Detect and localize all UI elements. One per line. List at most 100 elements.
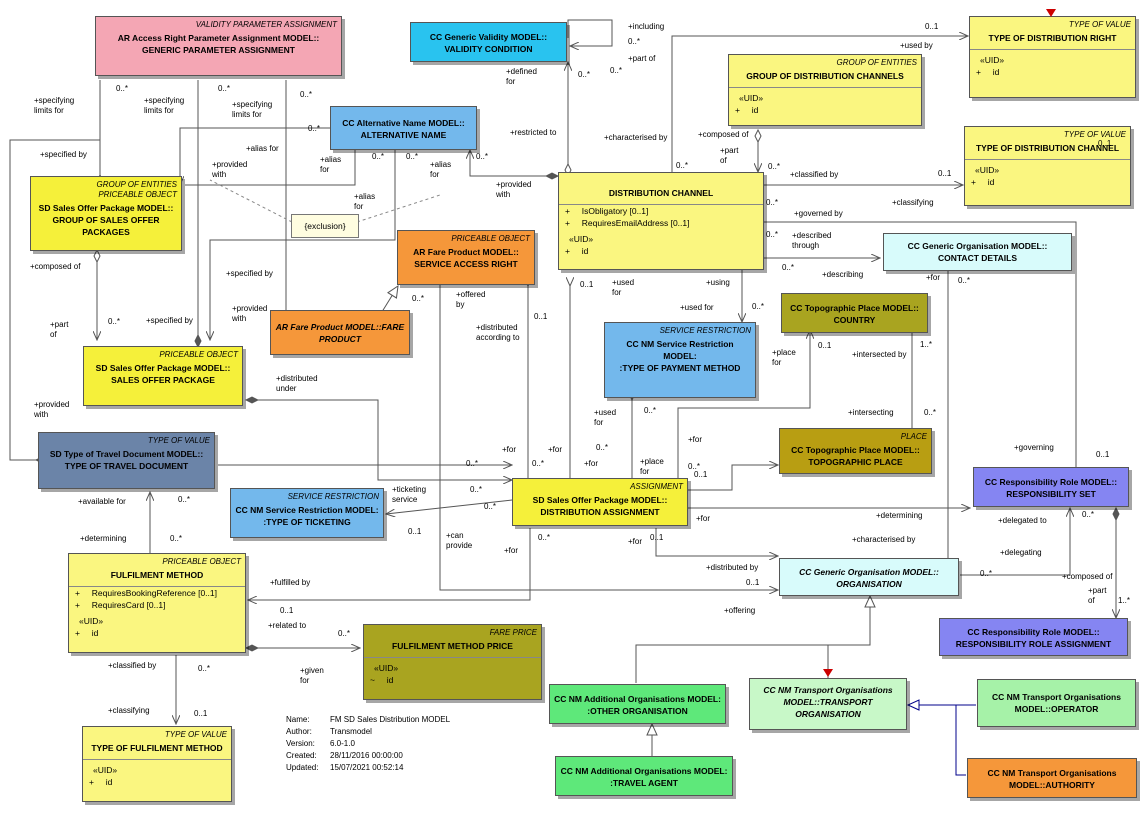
association-label: +given for (300, 666, 324, 685)
stereotype: TYPE OF VALUE (164, 730, 227, 739)
wire-dc-altname (470, 150, 558, 176)
box-transport-organisation[interactable]: CC NM Transport Organisations MODEL::TRA… (749, 678, 907, 730)
box-distribution-assignment[interactable]: ASSIGNMENT SD Sales Offer Package MODEL:… (512, 478, 688, 526)
class-title: CC NM Service Restriction MODEL: :TYPE O… (619, 339, 741, 373)
box-fare-product[interactable]: AR Fare Product MODEL::FARE PRODUCT (270, 310, 410, 355)
box-type-of-travel-document[interactable]: TYPE OF VALUE SD Type of Travel Document… (38, 432, 215, 489)
class-title: TYPE OF FULFILMENT METHOD (91, 743, 223, 753)
class-title: CC NM Service Restriction MODEL: :TYPE O… (235, 505, 379, 527)
association-label: +for (628, 537, 643, 546)
association-label: 0..* (688, 462, 701, 471)
box-fulfilment-method-price[interactable]: FARE PRICE FULFILMENT METHOD PRICE «UID»… (363, 624, 542, 700)
uid-label: «UID» (569, 234, 594, 244)
stereotype: SERVICE RESTRICTION (659, 326, 751, 335)
association-label: 0..* (628, 37, 641, 46)
box-authority[interactable]: CC NM Transport Organisations MODEL::AUT… (967, 758, 1137, 798)
association-label: 0..* (218, 84, 231, 93)
box-service-access-right[interactable]: PRICEABLE OBJECT AR Fare Product MODEL::… (397, 230, 535, 285)
association-label: +governed by (794, 209, 843, 218)
association-label: 0..1 (818, 341, 832, 350)
box-group-of-distribution-channels[interactable]: GROUP OF ENTITIES GROUP OF DISTRIBUTION … (728, 54, 922, 126)
association-label: +related to (268, 621, 307, 630)
uid-label: «UID» (374, 663, 399, 673)
association-label: +alias for (430, 160, 452, 179)
association-label: 0..1 (280, 606, 294, 615)
box-validity-parameter-assignment[interactable]: VALIDITY PARAMETER ASSIGNMENT AR Access … (95, 16, 342, 76)
meta-version-key: Version: (286, 739, 315, 748)
association-label: +alias for (320, 155, 342, 174)
association-label: 0..* (178, 495, 191, 504)
association-label: 0..1 (746, 578, 760, 587)
wire-topo-assign (688, 465, 778, 491)
warning-marker-2 (823, 669, 833, 677)
association-label: +fulfilled by (270, 578, 311, 587)
association-label: 0..* (300, 90, 313, 99)
association-label: +for (688, 435, 703, 444)
association-label: +used for (680, 303, 714, 312)
association-label: 0..* (610, 66, 623, 75)
box-fulfilment-method[interactable]: PRICEABLE OBJECT FULFILMENT METHOD + Req… (68, 553, 246, 653)
association-label: 0..* (476, 152, 489, 161)
meta-name-value: FM SD Sales Distribution MODEL (330, 715, 451, 724)
box-sales-offer-package[interactable]: PRICEABLE OBJECT SD Sales Offer Package … (83, 346, 243, 406)
association-label: 0..* (1082, 510, 1095, 519)
association-label: +provided with (496, 180, 532, 199)
attribute-is-obligatory: + IsObligatory [0..1] (565, 206, 649, 216)
class-title: CC NM Transport Organisations MODEL::OPE… (992, 692, 1121, 714)
box-organisation[interactable]: CC Generic Organisation MODEL:: ORGANISA… (779, 558, 959, 596)
box-type-of-distribution-channel[interactable]: TYPE OF VALUE TYPE OF DISTRIBUTION CHANN… (964, 126, 1131, 206)
box-type-of-fulfilment-method[interactable]: TYPE OF VALUE TYPE OF FULFILMENT METHOD … (82, 726, 232, 802)
meta-author-value: Transmodel (330, 727, 372, 736)
association-label: +distributed according to (476, 323, 520, 342)
wire-altname-sales (185, 150, 356, 186)
box-contact-details[interactable]: CC Generic Organisation MODEL:: CONTACT … (883, 233, 1072, 271)
wire-dc-resp (764, 221, 1077, 470)
association-label: +used for (594, 408, 617, 427)
uid-label: «UID» (739, 93, 764, 103)
association-label: 0..1 (194, 709, 208, 718)
class-title: CC Topographic Place MODEL:: TOPOGRAPHIC… (791, 445, 920, 467)
box-alternative-name[interactable]: CC Alternative Name MODEL:: ALTERNATIVE … (330, 106, 477, 150)
association-label: +part of (720, 146, 739, 165)
association-label: +provided with (232, 304, 268, 323)
box-other-organisation[interactable]: CC NM Additional Organisations MODEL: :O… (549, 684, 726, 724)
association-label: +for (584, 459, 599, 468)
box-topographic-place[interactable]: PLACE CC Topographic Place MODEL:: TOPOG… (779, 428, 932, 474)
stereotype: TYPE OF VALUE (1068, 20, 1131, 29)
attribute-id: + id (976, 67, 1000, 77)
association-label: +describing (822, 270, 864, 279)
association-label: +described through (792, 231, 832, 250)
attribute-id: + id (971, 177, 995, 187)
box-type-of-ticketing[interactable]: SERVICE RESTRICTION CC NM Service Restri… (230, 488, 384, 538)
association-label: 0..1 (408, 527, 422, 536)
box-distribution-channel[interactable]: DISTRIBUTION CHANNEL + IsObligatory [0..… (558, 172, 764, 270)
class-title: CC Topographic Place MODEL:: COUNTRY (790, 303, 919, 325)
stereotype: TYPE OF VALUE (147, 436, 210, 445)
box-travel-agent[interactable]: CC NM Additional Organisations MODEL: :T… (555, 756, 733, 796)
association-label: 0..* (116, 84, 129, 93)
association-label: 0..* (768, 162, 781, 171)
association-label: +specified by (226, 269, 273, 278)
box-responsibility-set[interactable]: CC Responsibility Role MODEL:: RESPONSIB… (973, 467, 1129, 507)
box-operator[interactable]: CC NM Transport Organisations MODEL::OPE… (977, 679, 1136, 727)
association-label: +offered by (456, 290, 486, 309)
box-validity-condition[interactable]: CC Generic Validity MODEL:: VALIDITY CON… (410, 22, 567, 62)
association-label: 0..1 (1098, 139, 1112, 148)
association-label: 0..1 (650, 533, 664, 542)
wire-assign-org (655, 528, 778, 556)
association-label: +composed of (698, 130, 749, 139)
box-group-of-sales-offer-packages[interactable]: GROUP OF ENTITIES PRICEABLE OBJECT SD Sa… (30, 176, 182, 251)
association-label: +intersecting (848, 408, 894, 417)
stereotype: PRICEABLE OBJECT (162, 557, 241, 566)
box-responsibility-role-assignment[interactable]: CC Responsibility Role MODEL:: RESPONSIB… (939, 618, 1128, 656)
wire-otherorg-org (635, 594, 876, 683)
box-type-of-payment-method[interactable]: SERVICE RESTRICTION CC NM Service Restri… (604, 322, 756, 398)
attribute-requires-card: + RequiresCard [0..1] (75, 600, 166, 610)
stereotype: GROUP OF ENTITIES (836, 58, 917, 67)
box-country[interactable]: CC Topographic Place MODEL:: COUNTRY (781, 293, 928, 333)
stereotype: PRICEABLE OBJECT (451, 234, 530, 243)
association-label: +for (926, 273, 941, 282)
association-label: +specifying limits for (232, 100, 273, 119)
box-type-of-distribution-right[interactable]: TYPE OF VALUE TYPE OF DISTRIBUTION RIGHT… (969, 16, 1136, 98)
